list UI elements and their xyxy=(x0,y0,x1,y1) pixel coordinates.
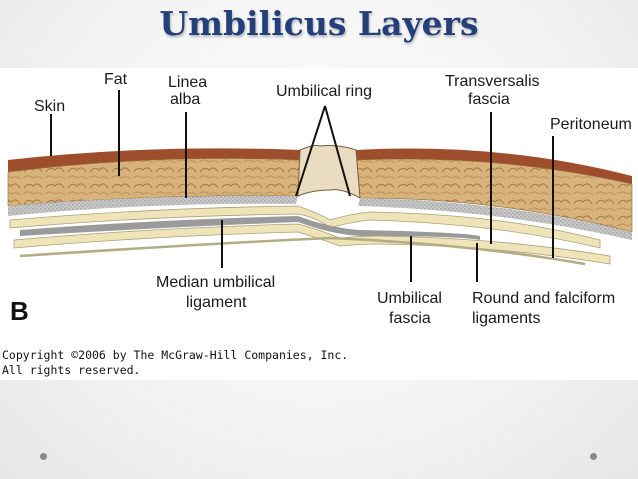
label-umbilical-fascia-1: Umbilical xyxy=(377,290,442,307)
label-median-2: ligament xyxy=(186,294,247,311)
leader-lines xyxy=(50,90,554,282)
fascia-band-upper xyxy=(9,205,601,249)
label-transversalis-2: fascia xyxy=(468,91,510,108)
umbilical-ring-bulge xyxy=(297,145,361,199)
label-umbilical-ring: Umbilical ring xyxy=(276,83,373,100)
label-round-2: ligaments xyxy=(472,310,541,327)
slide-title: Umbilicus Layers xyxy=(159,4,479,43)
slide-bullet-right xyxy=(590,453,597,460)
ligament-band xyxy=(20,216,480,240)
label-median-1: Median umbilical xyxy=(156,274,276,291)
copyright-line-2: All rights reserved. xyxy=(2,363,141,377)
peritoneum-line xyxy=(19,236,586,266)
label-linea-alba-1: Linea xyxy=(168,74,208,91)
label-skin: Skin xyxy=(34,98,66,115)
label-umbilical-fascia-2: fascia xyxy=(389,310,431,327)
label-transversalis-1: Transversalis xyxy=(445,73,540,90)
skin-layer xyxy=(8,148,302,172)
linea-alba-layer xyxy=(8,195,298,216)
label-round-1: Round and falciform xyxy=(472,290,616,307)
label-fat: Fat xyxy=(104,71,128,88)
label-peritoneum: Peritoneum xyxy=(550,116,632,133)
linea-alba-layer-right xyxy=(358,198,632,240)
panel-letter: B xyxy=(10,296,29,326)
umbilicus-diagram: Skin Fat Linea alba Umbilical ring Trans… xyxy=(0,68,638,380)
fascia-band-lower xyxy=(13,223,611,265)
copyright-line-1: Copyright ©2006 by The McGraw-Hill Compa… xyxy=(2,348,349,362)
slide-bullet-left xyxy=(40,453,47,460)
anatomy-drawing xyxy=(7,90,633,282)
label-linea-alba-2: alba xyxy=(170,91,201,108)
copyright-notice: Copyright ©2006 by The McGraw-Hill Compa… xyxy=(2,348,348,378)
skin-layer-right xyxy=(356,148,632,184)
